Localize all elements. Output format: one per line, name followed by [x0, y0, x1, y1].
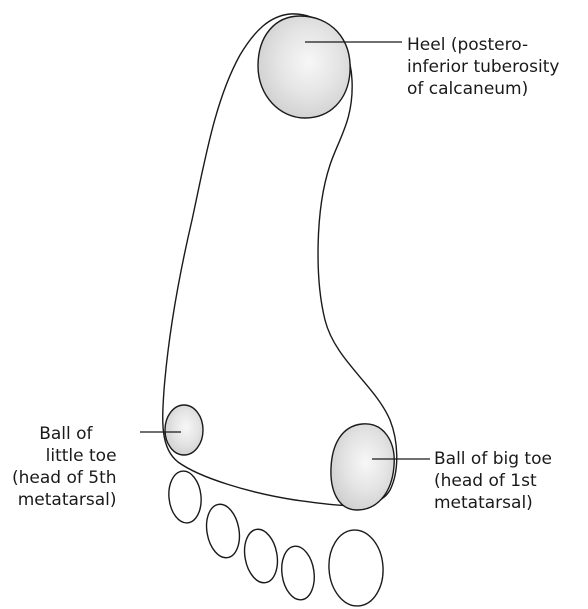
- heel-label: Heel (postero- inferior tuberosity of ca…: [407, 34, 559, 100]
- little-toe-label-line: Ball of: [12, 423, 93, 445]
- little-toe-label-line: little toe: [12, 445, 117, 467]
- big-toe-label: Ball of big toe (head of 1st metatarsal): [434, 448, 552, 514]
- heel-pad: [258, 16, 350, 118]
- little-toe-label: Ball of little toe (head of 5th metatars…: [12, 423, 117, 511]
- big-toe-label-line: Ball of big toe: [434, 448, 552, 470]
- toe-3: [241, 527, 282, 586]
- little-toe-label-line: metatarsal): [12, 489, 117, 511]
- little-toe-ball-pad: [165, 405, 203, 455]
- toe-2: [278, 544, 317, 602]
- heel-label-line: of calcaneum): [407, 78, 559, 100]
- little-toe-label-line: (head of 5th: [12, 467, 117, 489]
- toe-1-big: [326, 528, 385, 608]
- heel-label-line: inferior tuberosity: [407, 56, 559, 78]
- big-toe-label-line: metatarsal): [434, 492, 552, 514]
- toe-4: [203, 502, 244, 561]
- toe-5: [166, 469, 203, 524]
- big-toe-label-line: (head of 1st: [434, 470, 552, 492]
- heel-label-line: Heel (postero-: [407, 34, 559, 56]
